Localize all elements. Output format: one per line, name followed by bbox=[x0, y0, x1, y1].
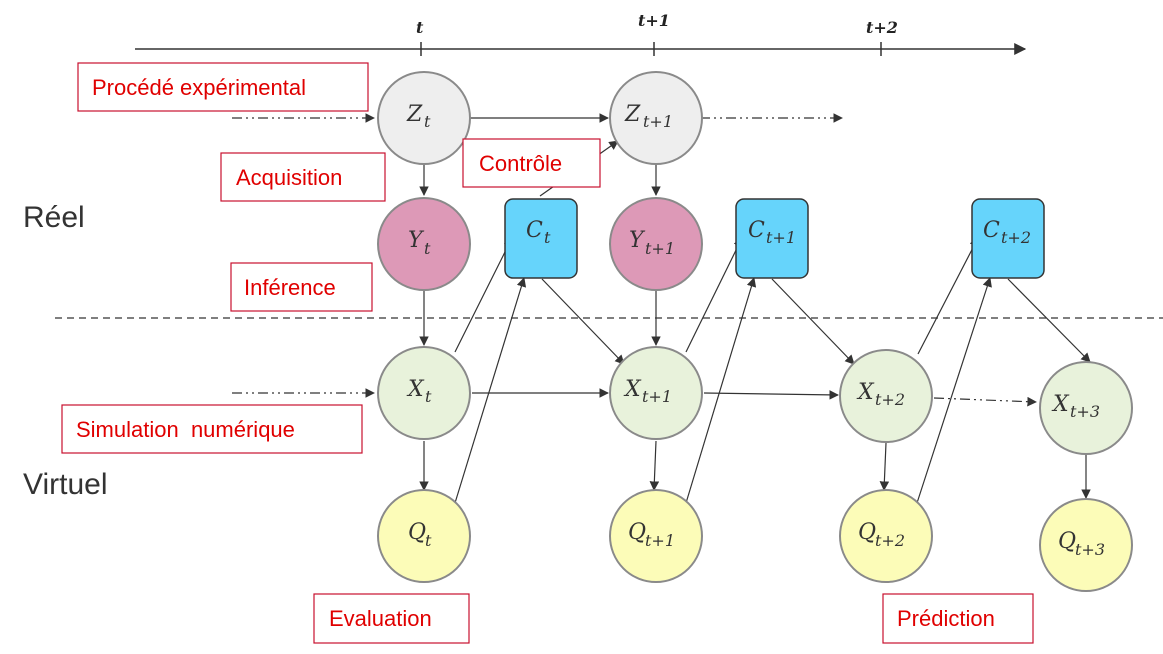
callout-prediction-box bbox=[882, 593, 1034, 644]
node-c-t1-sub: t+1 bbox=[766, 228, 796, 247]
timeline-label-t1: t+1 bbox=[638, 11, 670, 30]
node-x-t bbox=[377, 346, 471, 440]
node-q-t-var: Q bbox=[408, 520, 426, 545]
node-q-t1 bbox=[609, 489, 703, 583]
node-q-t2-sub: t+2 bbox=[875, 531, 905, 550]
node-x-t-var: X bbox=[406, 377, 425, 402]
node-q-t-sub: t bbox=[425, 531, 432, 550]
node-z-t-var: Z bbox=[406, 102, 423, 127]
node-x-t3-var: X bbox=[1051, 392, 1070, 417]
node-q-t2-var: Q bbox=[858, 520, 876, 545]
node-q-t3 bbox=[1039, 498, 1133, 592]
timeline-label-t2: t+2 bbox=[866, 18, 898, 37]
node-c-t2-sub: t+2 bbox=[1001, 228, 1031, 247]
timeline-label-t: t bbox=[416, 18, 424, 37]
edge-out-x bbox=[933, 396, 1037, 407]
edge-xt1-ct1 bbox=[685, 237, 743, 353]
callout-simulation: Simulation numérique bbox=[76, 417, 295, 442]
node-x-t2-sub: t+2 bbox=[875, 390, 905, 409]
callout-simulation-box bbox=[61, 404, 363, 454]
edge-ct1-xt2 bbox=[771, 278, 855, 365]
node-q-t3-var: Q bbox=[1058, 529, 1076, 554]
callout-inference: Inférence bbox=[244, 275, 336, 300]
node-x-t2-var: X bbox=[856, 380, 875, 405]
node-z-t1-sub: t+1 bbox=[643, 112, 673, 131]
edge-xt1-qt1 bbox=[649, 440, 660, 491]
node-z-t-sub: t bbox=[424, 112, 431, 131]
edge-qt1-ct1 bbox=[685, 277, 757, 504]
node-x-t-sub: t bbox=[425, 387, 432, 406]
edge-qt2-ct2 bbox=[916, 277, 992, 504]
node-c-t1 bbox=[735, 198, 809, 279]
node-x-t2 bbox=[839, 349, 933, 443]
edges bbox=[232, 113, 1091, 504]
node-x-t3-sub: t+3 bbox=[1070, 402, 1100, 421]
edge-ct-xt1 bbox=[541, 278, 625, 365]
node-y-t1-sub: t+1 bbox=[645, 239, 675, 258]
node-c-t1-var: C bbox=[748, 218, 765, 243]
node-x-t1-var: X bbox=[623, 377, 642, 402]
callout-acquisition-box bbox=[220, 152, 386, 202]
edge-xt2-qt2 bbox=[879, 442, 890, 491]
edge-ct2-xt3 bbox=[1007, 278, 1091, 363]
callout-acquisition: Acquisition bbox=[236, 165, 342, 190]
node-x-t1-sub: t+1 bbox=[642, 387, 672, 406]
timeline: t t+1 t+2 bbox=[135, 11, 1027, 56]
node-z-t bbox=[377, 71, 471, 165]
node-q-t3-sub: t+3 bbox=[1075, 540, 1105, 559]
node-q-t1-var: Q bbox=[628, 520, 646, 545]
node-y-t-sub: t bbox=[424, 239, 431, 258]
callout-evaluation: Evaluation bbox=[329, 606, 432, 631]
zone-label-real: Réel bbox=[23, 201, 85, 234]
edge-qt-ct bbox=[454, 277, 527, 504]
zone-label-virtual: Virtuel bbox=[23, 468, 108, 501]
callout-inference-box bbox=[230, 262, 373, 312]
edge-xt-ct bbox=[454, 237, 513, 353]
node-c-t2 bbox=[971, 198, 1045, 279]
edge-xt1-xt2 bbox=[703, 390, 839, 400]
node-q-t bbox=[377, 489, 471, 583]
callout-process-box bbox=[77, 62, 369, 112]
callouts: Procédé expérimental Acquisition Contrôl… bbox=[61, 62, 1034, 644]
node-c-t-var: C bbox=[526, 218, 543, 243]
node-x-t1 bbox=[609, 346, 703, 440]
callout-control: Contrôle bbox=[479, 151, 562, 176]
callout-control-box bbox=[462, 138, 601, 188]
node-x-t3 bbox=[1039, 361, 1133, 455]
callout-evaluation-box bbox=[313, 593, 470, 644]
node-c-t bbox=[504, 198, 578, 279]
node-c-t2-var: C bbox=[983, 218, 1000, 243]
callout-prediction: Prédiction bbox=[897, 606, 995, 631]
node-y-t1 bbox=[609, 197, 703, 291]
node-y-t-var: Y bbox=[408, 228, 425, 253]
node-z-t1-var: Z bbox=[624, 102, 641, 127]
callout-process: Procédé expérimental bbox=[92, 75, 306, 100]
node-z-t1 bbox=[609, 71, 703, 165]
edge-xt2-ct2 bbox=[917, 237, 979, 355]
nodes: Z t Z t+1 Y t Y t+1 C t C t+1 C t+2 X t … bbox=[377, 71, 1133, 592]
node-q-t1-sub: t+1 bbox=[645, 531, 675, 550]
node-y-t bbox=[377, 197, 471, 291]
node-c-t-sub: t bbox=[544, 228, 551, 247]
node-q-t2 bbox=[839, 489, 933, 583]
node-y-t1-var: Y bbox=[629, 228, 646, 253]
